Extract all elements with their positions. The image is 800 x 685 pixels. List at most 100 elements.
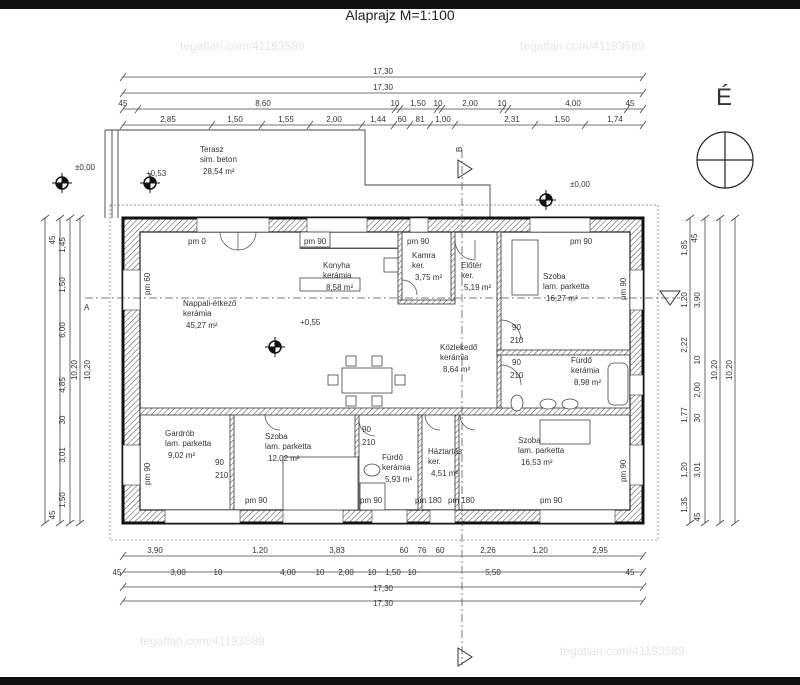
opening-label: pm 180 xyxy=(448,496,475,505)
room-area: 16,27 m² xyxy=(546,294,578,303)
room-floor: lam. parketta xyxy=(543,282,590,291)
room-floor: ker. xyxy=(428,457,441,466)
dimension-label: 10,20 xyxy=(70,359,79,380)
room-name: Közlekedő xyxy=(440,343,478,352)
dimension-label: 45 xyxy=(626,99,635,108)
dimension-label: 1,35 xyxy=(680,497,689,513)
dimension-label: 3,90 xyxy=(147,546,163,555)
room-area: 28,54 m² xyxy=(203,167,235,176)
level-label: ±0,00 xyxy=(75,163,96,172)
watermark-text: tegatlan.com/41193589 xyxy=(180,39,305,53)
dimension-label: 17,30 xyxy=(373,67,394,76)
dimension-label: 2,26 xyxy=(480,546,496,555)
opening-label: 210 xyxy=(215,471,229,480)
opening-label: pm 90 xyxy=(407,237,430,246)
dimension-label: 45 xyxy=(113,568,122,577)
room-area: 8,98 m² xyxy=(574,378,601,387)
dimension-label: 10 xyxy=(498,99,507,108)
dimension-label: 17,30 xyxy=(373,584,394,593)
north-label: É xyxy=(716,84,732,111)
dimension-label: 1,50 xyxy=(554,115,570,124)
dimension-label: 60 xyxy=(398,115,407,124)
opening-label: pm 90 xyxy=(245,496,268,505)
dimension-label: 45 xyxy=(48,235,57,244)
dimension-label: 60 xyxy=(436,546,445,555)
dimension-label: 45 xyxy=(48,510,57,519)
bed-right xyxy=(539,419,591,445)
dimension-label: 60 xyxy=(400,546,409,555)
opening-label: pm 90 xyxy=(619,459,628,482)
room-name: Kamra xyxy=(412,251,436,260)
level-marker-icon xyxy=(140,173,160,193)
dimension-label: 8,60 xyxy=(255,99,271,108)
room-floor: ker. xyxy=(412,261,425,270)
dimension-label: 2,00 xyxy=(338,568,354,577)
kitchen-line xyxy=(299,247,399,249)
dimension-label: 2,31 xyxy=(504,115,520,124)
opening-label: pm 90 xyxy=(143,462,152,485)
watermarks: tegatlan.com/41193589 tegatlan.com/411935… xyxy=(140,39,685,658)
wardrobe xyxy=(511,239,539,296)
opening-label: pm 60 xyxy=(143,272,152,295)
kitchen-counter xyxy=(299,231,331,248)
section-a-label: A xyxy=(84,303,90,312)
bathtub xyxy=(607,362,629,406)
room-area: 12,02 m² xyxy=(268,454,300,463)
dimension-label: 1,00 xyxy=(435,115,451,124)
dimension-label: 1,74 xyxy=(607,115,623,124)
opening-label: 90 xyxy=(215,458,224,467)
opening-label: 210 xyxy=(510,336,524,345)
room-floor: kerámia xyxy=(440,353,469,362)
room-name: Szoba xyxy=(518,436,541,445)
dimension-label: 2,95 xyxy=(592,546,608,555)
level-label: ±0,00 xyxy=(570,180,591,189)
dimension-label: 10 xyxy=(391,99,400,108)
dimension-label: 2,00 xyxy=(326,115,342,124)
plan-title: Alaprajz M=1:100 xyxy=(345,7,455,23)
dimension-label: 30 xyxy=(58,415,67,424)
dimension-label: 10 xyxy=(214,568,223,577)
section-b-label: B xyxy=(455,147,464,152)
dimension-label: 3,01 xyxy=(693,462,702,478)
room-name: Háztartás xyxy=(428,447,462,456)
opening-label: 210 xyxy=(362,438,376,447)
dimension-label: 10 xyxy=(368,568,377,577)
room-floor: lam. parketta xyxy=(265,442,312,451)
watermark-text: tegatlan.com/41193589 xyxy=(140,634,265,648)
room-area: 5,93 m² xyxy=(385,475,412,484)
exterior-wall-dark xyxy=(121,216,645,525)
dimension-label: 17,30 xyxy=(373,599,394,608)
dimension-label: 1,50 xyxy=(58,277,67,293)
room-name: Előtér xyxy=(461,261,482,270)
level-marker-icon xyxy=(52,173,72,193)
dimension-label: 2,00 xyxy=(693,382,702,398)
level-markers xyxy=(52,173,556,357)
dimension-label: 10,20 xyxy=(83,359,92,380)
opening-label: pm 90 xyxy=(304,237,327,246)
windows xyxy=(122,217,644,524)
opening-label: pm 180 xyxy=(415,496,442,505)
dimension-label: 45 xyxy=(693,512,702,521)
room-floor: lam. parketta xyxy=(518,446,565,455)
dimension-label: 5,50 xyxy=(485,568,501,577)
opening-label: pm 90 xyxy=(619,277,628,300)
furniture xyxy=(282,231,629,511)
room-floor: kerámia xyxy=(571,366,600,375)
bottom-black-bar xyxy=(0,677,800,685)
dimension-label: 1,50 xyxy=(385,568,401,577)
dimension-label: 3,01 xyxy=(58,447,67,463)
watermark-text: tegatlan.com/41193589 xyxy=(520,39,645,53)
level-label: +0,55 xyxy=(300,318,321,327)
building-outline-dashed xyxy=(109,204,659,541)
opening-label: pm 0 xyxy=(188,237,206,246)
dimension-label: 1,20 xyxy=(680,292,689,308)
opening-label: 210 xyxy=(510,371,524,380)
dimension-label: 4,85 xyxy=(58,377,67,393)
dimension-label: 1,20 xyxy=(680,462,689,478)
dimension-label: 3,00 xyxy=(170,568,186,577)
dimension-label: 45 xyxy=(119,99,128,108)
dimension-label: 4,00 xyxy=(565,99,581,108)
dimension-label: 1,20 xyxy=(532,546,548,555)
door-swings xyxy=(219,231,522,437)
